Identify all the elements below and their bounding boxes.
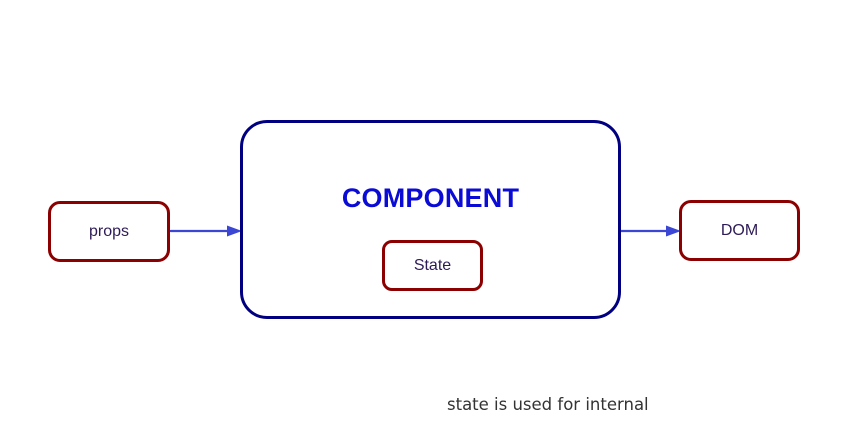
node-props-label: props	[88, 222, 130, 240]
node-state[interactable]: State	[382, 240, 483, 291]
diagram-caption: state is used for internal communication…	[447, 352, 745, 440]
node-state-label: State	[413, 256, 452, 274]
node-props[interactable]: props	[48, 201, 170, 262]
node-dom[interactable]: DOM	[679, 200, 800, 261]
arrow-component-to-dom	[621, 225, 681, 237]
component-title: COMPONENT	[341, 183, 520, 213]
node-dom-label: DOM	[720, 221, 759, 239]
node-component[interactable]: COMPONENT State	[240, 120, 621, 319]
arrow-props-to-component	[170, 225, 242, 237]
caption-line-1: state is used for internal	[447, 395, 649, 414]
